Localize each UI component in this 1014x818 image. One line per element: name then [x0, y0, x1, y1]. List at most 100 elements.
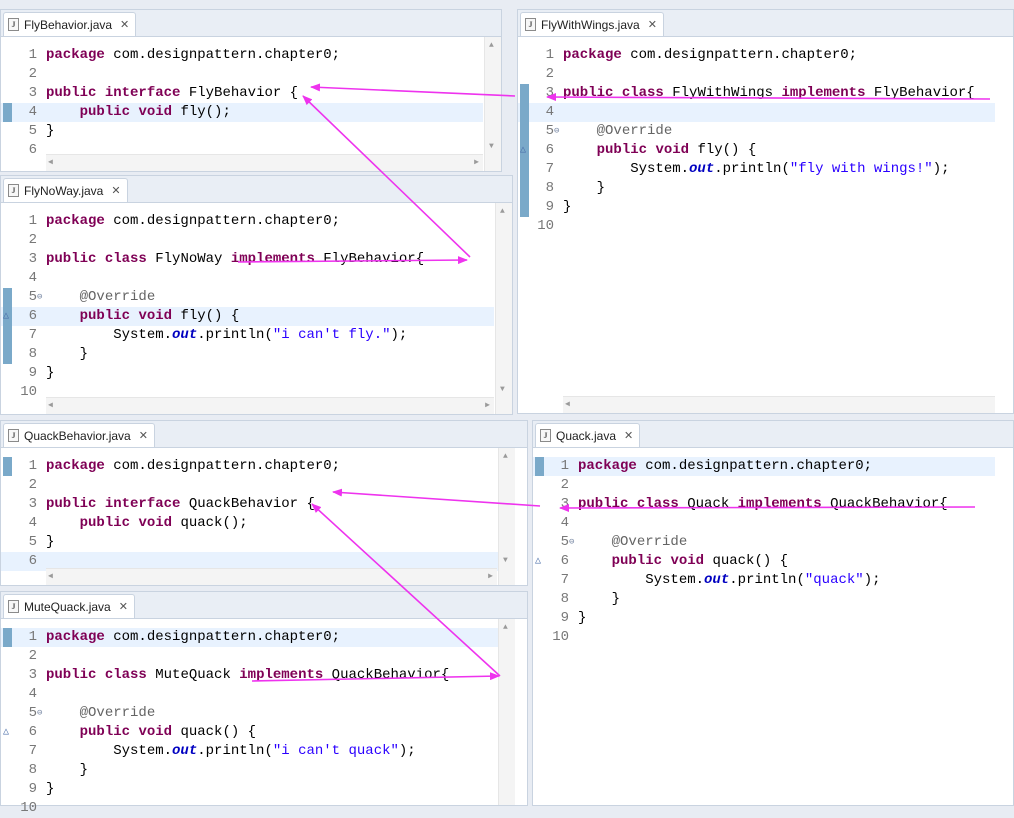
close-tab-icon[interactable]: ✕: [111, 185, 121, 197]
override-indicator-icon[interactable]: △: [3, 311, 10, 322]
override-indicator-icon[interactable]: △: [535, 556, 542, 567]
scroll-right-icon[interactable]: ▶: [485, 401, 490, 410]
code-line[interactable]: 2: [518, 65, 995, 84]
horizontal-scrollbar[interactable]: ◀▶: [46, 154, 483, 171]
code-line[interactable]: 9}: [533, 609, 995, 628]
scroll-up-icon[interactable]: ▲: [503, 623, 508, 632]
fold-toggle-icon[interactable]: ⊖: [569, 537, 575, 547]
tab-flybehavior[interactable]: J FlyBehavior.java ✕: [3, 12, 137, 36]
close-tab-icon[interactable]: ✕: [138, 430, 148, 442]
code-line[interactable]: 5⊖ @Override: [533, 533, 995, 552]
line-number: 6: [28, 553, 37, 569]
tab-flywithwings[interactable]: J FlyWithWings.java ✕: [520, 12, 664, 36]
code-line[interactable]: 8 }: [1, 345, 494, 364]
override-indicator-icon[interactable]: △: [520, 145, 527, 156]
scroll-down-icon[interactable]: ▼: [500, 385, 505, 394]
code-line[interactable]: △6 public void quack() {: [1, 723, 509, 742]
code-line[interactable]: 2: [1, 476, 509, 495]
code-line[interactable]: 4 public void fly();: [1, 103, 483, 122]
scroll-left-icon[interactable]: ◀: [48, 572, 53, 581]
code-line[interactable]: 2: [1, 647, 509, 666]
code-line[interactable]: 9}: [1, 780, 509, 799]
code-line[interactable]: 10: [533, 628, 995, 647]
code-line[interactable]: 5⊖ @Override: [1, 288, 494, 307]
tab-quack[interactable]: J Quack.java ✕: [535, 423, 641, 447]
code-line[interactable]: 2: [1, 231, 494, 250]
tab-quackbehavior[interactable]: J QuackBehavior.java ✕: [3, 423, 155, 447]
code-text: @Override: [46, 288, 156, 307]
code-line[interactable]: △6 public void fly() {: [518, 141, 995, 160]
scroll-right-icon[interactable]: ▶: [474, 158, 479, 167]
code-line[interactable]: 7 System.out.println("i can't fly.");: [1, 326, 494, 345]
code-line[interactable]: 2: [1, 65, 483, 84]
code-text: }: [46, 364, 54, 383]
horizontal-scrollbar[interactable]: ◀▶: [46, 568, 497, 585]
code-line[interactable]: 10: [1, 383, 494, 402]
code-line[interactable]: 4: [533, 514, 995, 533]
code-line[interactable]: △6 public void fly() {: [1, 307, 494, 326]
code-line[interactable]: 4 public void quack();: [1, 514, 509, 533]
change-marker: [520, 141, 529, 160]
horizontal-scrollbar[interactable]: ◀: [563, 396, 995, 413]
token: .println(: [197, 327, 273, 343]
code-line[interactable]: 9}: [518, 198, 995, 217]
scroll-up-icon[interactable]: ▲: [489, 41, 494, 50]
scroll-left-icon[interactable]: ◀: [48, 401, 53, 410]
scroll-up-icon[interactable]: ▲: [503, 452, 508, 461]
code-line[interactable]: 4: [1, 269, 494, 288]
fold-toggle-icon[interactable]: ⊖: [554, 126, 560, 136]
code-line[interactable]: 10: [1, 799, 509, 818]
vertical-scrollbar[interactable]: ▲▼: [498, 448, 515, 585]
vertical-scrollbar[interactable]: ▲: [498, 619, 515, 805]
close-tab-icon[interactable]: ✕: [118, 601, 128, 613]
code-line[interactable]: 7 System.out.println("quack");: [533, 571, 995, 590]
code-line[interactable]: △6 public void quack() {: [533, 552, 995, 571]
tab-label: QuackBehavior.java: [24, 428, 131, 443]
code-line[interactable]: 8 }: [533, 590, 995, 609]
token-kw: void: [138, 724, 173, 740]
scroll-down-icon[interactable]: ▼: [489, 142, 494, 151]
code-line[interactable]: 4: [1, 685, 509, 704]
tab-flynoway[interactable]: J FlyNoWay.java ✕: [3, 178, 128, 202]
code-line[interactable]: 7 System.out.println("i can't quack");: [1, 742, 509, 761]
code-line[interactable]: 7 System.out.println("fly with wings!");: [518, 160, 995, 179]
tab-mutequack[interactable]: J MuteQuack.java ✕: [3, 594, 135, 618]
vertical-scrollbar[interactable]: ▲▼: [484, 37, 501, 171]
code-line[interactable]: 8 }: [518, 179, 995, 198]
scroll-right-icon[interactable]: ▶: [488, 572, 493, 581]
override-indicator-icon[interactable]: △: [3, 727, 10, 738]
code-line[interactable]: 9}: [1, 364, 494, 383]
fold-toggle-icon[interactable]: ⊖: [37, 708, 43, 718]
close-tab-icon[interactable]: ✕: [647, 19, 657, 31]
code-line[interactable]: 4: [518, 103, 995, 122]
close-tab-icon[interactable]: ✕: [120, 19, 130, 31]
scroll-up-icon[interactable]: ▲: [500, 207, 505, 216]
close-tab-icon[interactable]: ✕: [624, 430, 634, 442]
code-line[interactable]: 6: [1, 141, 483, 160]
fold-toggle-icon[interactable]: ⊖: [37, 292, 43, 302]
code-line[interactable]: 2: [533, 476, 995, 495]
scroll-left-icon[interactable]: ◀: [48, 158, 53, 167]
code-line[interactable]: 8 }: [1, 761, 509, 780]
horizontal-scrollbar[interactable]: ◀▶: [46, 397, 494, 414]
code-line[interactable]: 10: [518, 217, 995, 236]
code-line[interactable]: 5}: [1, 122, 483, 141]
vertical-scrollbar[interactable]: ▲▼: [495, 203, 512, 414]
code-line[interactable]: 5⊖ @Override: [518, 122, 995, 141]
code-line[interactable]: 5}: [1, 533, 509, 552]
scroll-left-icon[interactable]: ◀: [565, 400, 570, 409]
code-line[interactable]: 5⊖ @Override: [1, 704, 509, 723]
scroll-down-icon[interactable]: ▼: [503, 556, 508, 565]
